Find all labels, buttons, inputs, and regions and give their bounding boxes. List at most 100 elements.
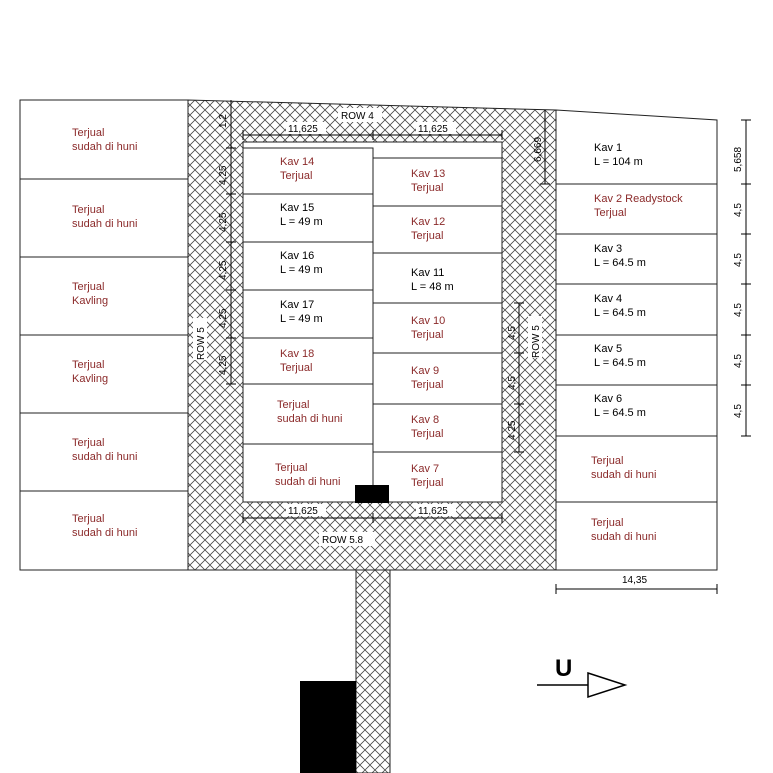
plot-label: sudah di huni: [72, 141, 137, 153]
dim-right-top: 6,669: [533, 137, 544, 162]
plot-label: Terjual: [594, 207, 626, 219]
gate-block: [355, 485, 389, 503]
row5-left-label: ROW 5: [196, 327, 207, 360]
dim-far-right-2: 4,5: [733, 203, 744, 217]
plot-label: sudah di huni: [591, 469, 656, 481]
plot-label: Kav 5: [594, 343, 622, 355]
plot-label: Kav 2 Readystock: [594, 193, 683, 205]
plot-label: Terjual: [72, 127, 104, 139]
plot-label: Terjual: [411, 428, 443, 440]
plot-label: L = 49 m: [280, 216, 323, 228]
right-plot-labels: Kav 1 L = 104 m Kav 2 Readystock Terjual…: [591, 142, 683, 543]
plot-label: Kav 14: [280, 156, 314, 168]
plot-label: L = 64.5 m: [594, 257, 646, 269]
plot-label: Terjual: [591, 517, 623, 529]
dim-right-inner-3: 4 25: [507, 420, 518, 440]
center-right-labels: Kav 13 Terjual Kav 12 Terjual Kav 11 L =…: [411, 168, 454, 489]
plot-label: Kav 18: [280, 348, 314, 360]
plot-label: Kav 1: [594, 142, 622, 154]
dim-far-right-3: 4,5: [733, 253, 744, 267]
plot-label: L = 49 m: [280, 264, 323, 276]
dim-bottom-right: 11,625: [418, 506, 448, 517]
plot-label: sudah di huni: [591, 531, 656, 543]
dim-far-right-5: 4,5: [733, 354, 744, 368]
left-plot: [19, 412, 189, 492]
plot-label: sudah di huni: [72, 451, 137, 463]
dim-far-right-4: 4,5: [733, 303, 744, 317]
plot-label: Kav 15: [280, 202, 314, 214]
plot-label: Terjual: [280, 170, 312, 182]
center-left-plots: [242, 147, 374, 503]
plot-label: Kavling: [72, 295, 108, 307]
plot-label: Kav 8: [411, 414, 439, 426]
left-plots: [19, 99, 189, 571]
plot-label: sudah di huni: [72, 218, 137, 230]
plot-label: Terjual: [411, 230, 443, 242]
dim-left-1: 4,25: [218, 165, 229, 185]
plot-label: Kav 4: [594, 293, 622, 305]
plot-label: L = 64.5 m: [594, 357, 646, 369]
plot-label: Terjual: [72, 281, 104, 293]
left-plot: [19, 334, 189, 414]
dim-far-right-1: 5,658: [733, 147, 744, 172]
dimension-texts: 11,625 11,625 11,625 11,625 1,2 4,25 4,2…: [218, 114, 744, 586]
road-labels: ROW 4 ROW 5.8 ROW 5 ROW 5: [193, 108, 542, 546]
row58-label: ROW 5.8: [322, 535, 364, 546]
plot-label: sudah di huni: [72, 527, 137, 539]
plot-label: Kav 13: [411, 168, 445, 180]
dim-right-inner-1: 4,5: [507, 326, 518, 340]
left-plot-labels: Terjual sudah di huni Terjual sudah di h…: [72, 127, 137, 539]
plot-label: Terjual: [72, 437, 104, 449]
left-plot: [19, 256, 189, 336]
plot-label: Kavling: [72, 373, 108, 385]
plot-label: Kav 17: [280, 299, 314, 311]
dim-right-inner-2: 4,5: [507, 376, 518, 390]
north-arrow: [537, 671, 628, 699]
plot-label: Kav 11: [411, 267, 444, 279]
row4-label: ROW 4: [341, 111, 374, 122]
dim-bottom-left: 11,625: [288, 506, 318, 517]
plot-label: Terjual: [275, 462, 307, 474]
plot-label: Terjual: [277, 399, 309, 411]
dimension-lines: [226, 100, 751, 594]
plot-label: Kav 9: [411, 365, 439, 377]
building-block: [300, 681, 356, 773]
right-plots: [555, 109, 718, 571]
center-left-labels: Kav 14 Terjual Kav 15 L = 49 m Kav 16 L …: [275, 156, 342, 488]
plot-label: Terjual: [72, 513, 104, 525]
dim-left-4: 4,25: [218, 308, 229, 328]
plot-label: L = 49 m: [280, 313, 323, 325]
dim-top-left: 11,625: [288, 124, 318, 135]
plot-label: Kav 3: [594, 243, 622, 255]
dim-left-small: 1,2: [218, 114, 229, 128]
plot-label: Kav 16: [280, 250, 314, 262]
plot-label: L = 104 m: [594, 156, 643, 168]
plot-label: Terjual: [411, 329, 443, 341]
plot-label: Terjual: [72, 204, 104, 216]
center-right-plots: [372, 157, 503, 503]
dim-left-5: 4,25: [218, 355, 229, 375]
plot-label: Terjual: [411, 182, 443, 194]
dim-left-2: 4,25: [218, 212, 229, 232]
left-plot: [19, 178, 189, 258]
plot-label: Terjual: [591, 455, 623, 467]
dim-far-right-6: 4,5: [733, 404, 744, 418]
dim-bottom-width: 14,35: [622, 575, 647, 586]
plot-label: Terjual: [72, 359, 104, 371]
plot-label: L = 64.5 m: [594, 407, 646, 419]
north-label: U: [555, 655, 572, 682]
plot-label: sudah di huni: [275, 476, 340, 488]
plot-label: Kav 7: [411, 463, 439, 475]
plot-label: L = 48 m: [411, 281, 454, 293]
left-plot: [19, 99, 189, 180]
plot-label: Terjual: [280, 362, 312, 374]
left-plot: [19, 490, 189, 571]
plot-label: sudah di huni: [277, 413, 342, 425]
row5-right-label: ROW 5: [531, 325, 542, 358]
plot-label: Terjual: [411, 379, 443, 391]
dim-left-3: 4,25: [218, 260, 229, 280]
plot-label: Kav 6: [594, 393, 622, 405]
dim-top-right: 11,625: [418, 124, 448, 135]
plot-label: L = 64.5 m: [594, 307, 646, 319]
